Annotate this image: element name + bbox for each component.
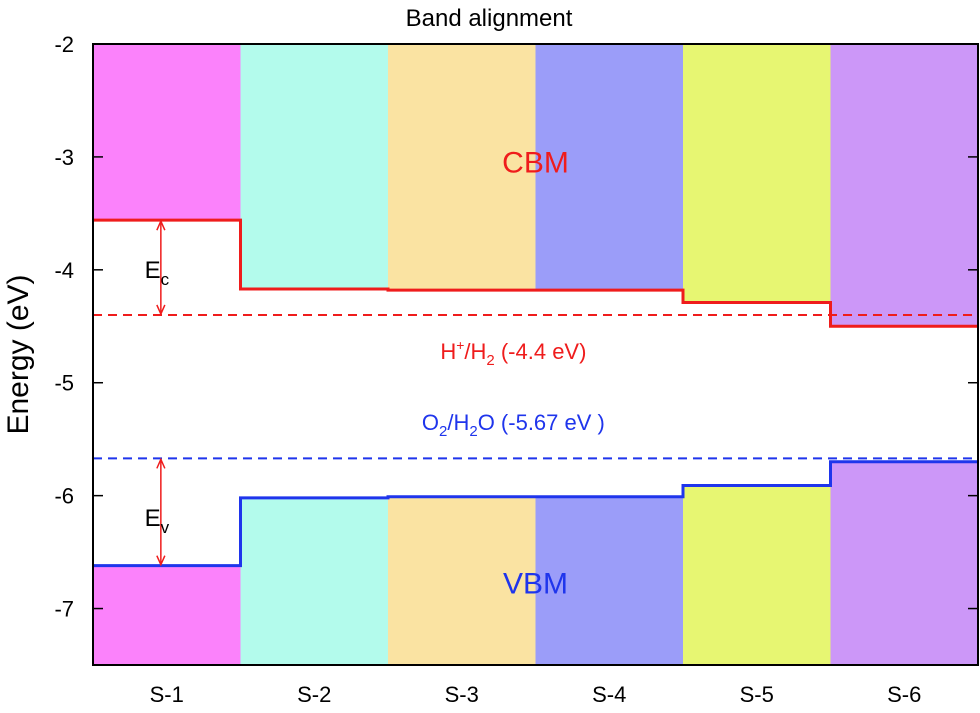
o-label-mid: /H: [447, 410, 469, 435]
ec-label-sub: c: [161, 270, 170, 289]
ev-arrow-head-top: [156, 457, 166, 469]
vbm-step-line: [93, 460, 978, 568]
o-label-sub: 2: [439, 423, 447, 440]
h-label-tail: (-4.4 eV): [495, 339, 587, 364]
y-tick-label: -4: [54, 258, 74, 283]
ec-label: Ec: [145, 257, 170, 289]
ec-arrow-head-bottom: [156, 304, 166, 316]
ev-label-sub: v: [161, 518, 170, 537]
cb-bar-s-1: [93, 44, 241, 221]
y-ticks-layer: -7 -6 -5 -4 -3 -2: [54, 32, 978, 622]
ec-label-base: E: [145, 257, 161, 284]
x-tick-label-s-1: S-1: [150, 682, 184, 707]
h-label-sup: +: [456, 337, 464, 353]
x-tick-label-s-2: S-2: [297, 682, 331, 707]
vb-bar-s-1: [93, 565, 241, 665]
vb-bar-s-5: [683, 485, 831, 665]
energy-arrows-layer: [156, 219, 166, 567]
y-axis-title: Energy (eV): [2, 274, 35, 434]
ec-arrow-head-top: [156, 219, 166, 231]
cb-bar-s-2: [240, 44, 389, 290]
x-tick-label-s-5: S-5: [740, 682, 774, 707]
o2-reference-label: O2/H2O (-5.67 eV ): [422, 410, 605, 440]
h-label-sub: 2: [486, 352, 494, 369]
x-tick-label-s-6: S-6: [887, 682, 921, 707]
x-ticks-layer: S-1 S-2 S-3 S-4 S-5 S-6: [150, 682, 922, 707]
o-label-sub2: 2: [469, 423, 477, 440]
y-tick-label: -3: [54, 145, 74, 170]
y-tick-label: -7: [54, 597, 74, 622]
vb-bar-s-6: [830, 461, 979, 665]
ev-label: Ev: [145, 505, 170, 537]
vbm-label: VBM: [503, 568, 568, 601]
cb-bar-s-3: [388, 44, 536, 291]
cb-bar-s-5: [683, 44, 831, 303]
y-tick-label: -2: [54, 32, 74, 57]
h-label-mid: /H: [464, 339, 486, 364]
reference-lines-layer: [93, 313, 978, 460]
h-label-main: H: [440, 339, 456, 364]
cb-bar-s-6: [830, 44, 979, 327]
o-label-tail: O (-5.67 eV ): [478, 410, 605, 435]
vb-bar-s-3: [388, 496, 536, 665]
cbm-line-layer: [93, 218, 978, 328]
h-plus-reference-label: H+/H2 (-4.4 eV): [440, 337, 586, 369]
vb-bar-s-2: [240, 497, 389, 665]
y-tick-label: -6: [54, 484, 74, 509]
cbm-step-line: [93, 218, 978, 328]
ev-arrow-head-bottom: [156, 555, 166, 567]
ev-label-base: E: [145, 505, 161, 532]
cb-bar-s-4: [535, 44, 684, 291]
vb-bar-s-4: [535, 496, 684, 665]
y-tick-label: -5: [54, 371, 74, 396]
vbm-line-layer: [93, 460, 978, 568]
bars-layer: [93, 44, 979, 665]
x-tick-label-s-4: S-4: [592, 682, 626, 707]
plot-frame: [92, 43, 979, 666]
x-tick-label-s-3: S-3: [445, 682, 479, 707]
cbm-label: CBM: [502, 147, 569, 180]
chart-title: Band alignment: [406, 5, 573, 32]
o-label-main: O: [422, 410, 439, 435]
